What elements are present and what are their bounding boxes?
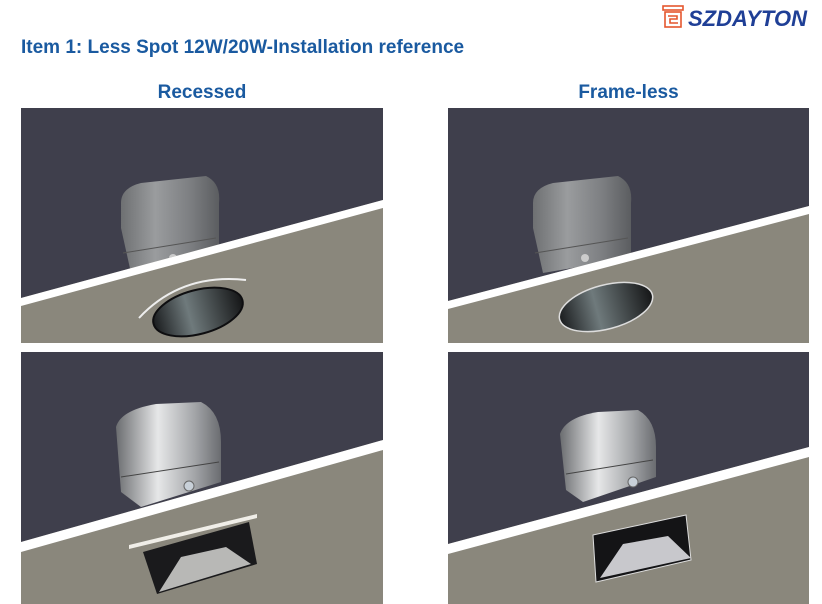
logo: SZDAYTON bbox=[662, 4, 807, 34]
image-frameless-square bbox=[448, 352, 809, 604]
logo-text: SZDAYTON bbox=[688, 6, 807, 31]
szdayton-logo-mark-icon bbox=[662, 4, 684, 34]
downlight-body-icon bbox=[116, 402, 221, 507]
image-recessed-square bbox=[21, 352, 383, 604]
page-title: Item 1: Less Spot 12W/20W-Installation r… bbox=[21, 37, 465, 58]
downlight-body-icon bbox=[560, 410, 656, 502]
column-label-frameless: Frame-less bbox=[578, 82, 679, 103]
column-label-recessed: Recessed bbox=[157, 82, 247, 103]
image-frameless-round bbox=[448, 108, 809, 343]
image-recessed-round bbox=[21, 108, 383, 343]
downlight-body-icon bbox=[533, 176, 632, 273]
